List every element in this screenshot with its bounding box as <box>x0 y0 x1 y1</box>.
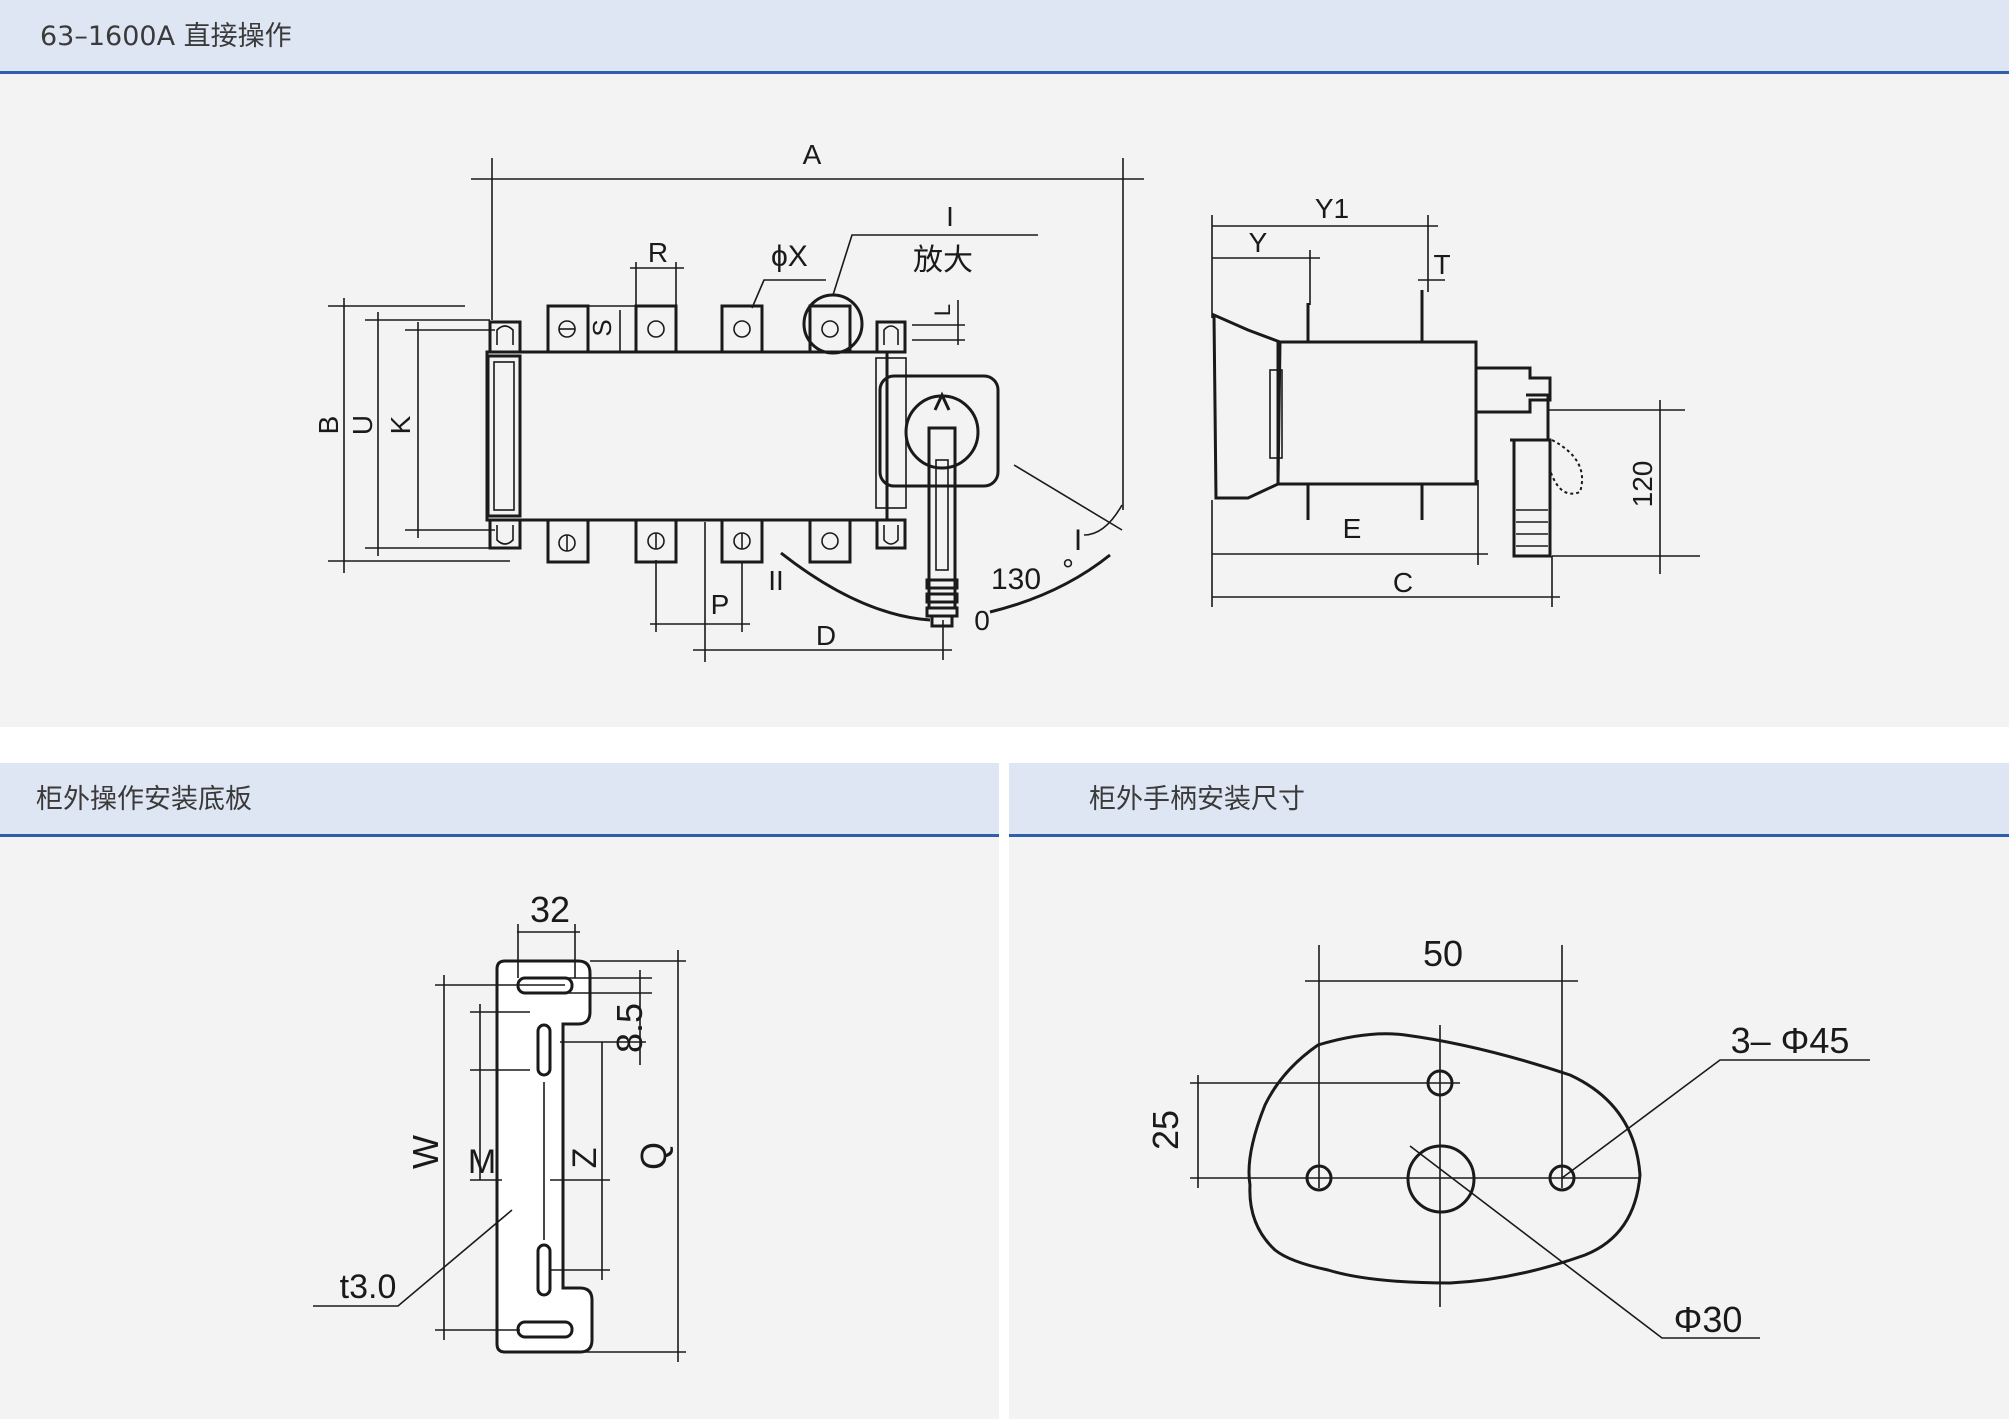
dim-label-120: 120 <box>1627 461 1658 508</box>
dim-label-50: 50 <box>1423 933 1463 974</box>
top-panel-title: 63–1600A 直接操作 <box>40 21 292 52</box>
mounting-plate-header: 柜外操作安装底板 <box>0 763 999 837</box>
position-label-ii: II <box>768 565 784 596</box>
dim-label-l: L <box>930 304 955 316</box>
dim-label-k: K <box>385 415 416 434</box>
thickness-label: t3.0 <box>340 1268 397 1306</box>
top-panel-header: 63–1600A 直接操作 <box>0 0 2009 74</box>
degree-label: ° <box>1062 554 1074 587</box>
dim-label-y: Y <box>1249 227 1268 258</box>
side-body <box>1276 340 1478 486</box>
center-hole <box>1406 1144 1476 1214</box>
mounting-plate-panel: 柜外操作安装底板 <box>0 763 999 1419</box>
handle-mounting-panel: 柜外手柄安装尺寸 50 25 3– Φ45 <box>1009 763 2009 1419</box>
dim-label-y1: Y1 <box>1315 193 1349 224</box>
dim-label-s: S <box>587 319 617 336</box>
mounting-plate-body: 32 8.5 W M Z Q t3.0 <box>0 837 999 1419</box>
terminal-top-4 <box>808 304 852 354</box>
dim-label-25: 25 <box>1145 1110 1186 1150</box>
upper-vertical-slot <box>536 1023 552 1077</box>
handle-mounting-header: 柜外手柄安装尺寸 <box>1009 763 2009 837</box>
operating-mechanism <box>878 374 1000 488</box>
terminal-top-2 <box>634 304 678 354</box>
handle-cutout-drawing: 50 25 3– Φ45 Φ30 <box>1145 933 1870 1340</box>
left-terminal-block <box>486 354 522 518</box>
dim-label-8-5: 8.5 <box>609 1003 650 1053</box>
dim-label-u: U <box>347 415 378 435</box>
side-mechanism <box>1476 366 1552 414</box>
top-panel-body: A B U K R S ϕX I 放大 L P D II 130 ° I 0 Y… <box>0 74 2009 727</box>
dim-label-q: Q <box>633 1142 674 1170</box>
dim-label-w: W <box>405 1135 446 1169</box>
dim-label-b: B <box>313 416 344 435</box>
dim-label-t: T <box>1433 249 1450 280</box>
enlarge-circle <box>802 293 864 355</box>
dim-label-z: Z <box>566 1148 604 1169</box>
dim-label-a: A <box>803 139 822 170</box>
detail-label-i: I <box>946 201 954 232</box>
dim-label-c: C <box>1393 567 1413 598</box>
dim-label-32: 32 <box>530 889 570 930</box>
dim-label-p: P <box>711 589 730 620</box>
dim-label-r: R <box>648 237 668 268</box>
cutout-outline <box>1247 1032 1642 1285</box>
terminal-bottom-4 <box>808 518 852 564</box>
side-view <box>1211 215 1700 607</box>
dim-label-e: E <box>1343 513 1362 544</box>
holes-label: 3– Φ45 <box>1731 1020 1850 1061</box>
dim-label-m: M <box>468 1143 496 1181</box>
dim-label-d: D <box>816 620 836 651</box>
front-view <box>328 158 1144 662</box>
mounting-plate-drawing: 32 8.5 W M Z Q t3.0 <box>313 889 686 1362</box>
terminal-top-1 <box>546 304 590 354</box>
top-panel: 63–1600A 直接操作 <box>0 0 2009 727</box>
angle-label: 130 <box>991 563 1041 596</box>
switch-body <box>485 350 889 522</box>
mounting-plate-title: 柜外操作安装底板 <box>36 784 252 815</box>
terminal-bottom-1 <box>546 518 590 564</box>
terminal-top-3 <box>720 304 764 354</box>
handle-mounting-body: 50 25 3– Φ45 Φ30 <box>1009 837 2009 1419</box>
position-label-i: I <box>1074 524 1082 557</box>
dim-label-phi-x: ϕX <box>771 240 808 273</box>
position-label-zero: 0 <box>974 605 990 636</box>
handle-hub <box>904 394 980 470</box>
switch-dimension-drawing: A B U K R S ϕX I 放大 L P D II 130 ° I 0 Y… <box>313 139 1700 662</box>
detail-label-enlarge: 放大 <box>913 244 973 277</box>
center-hole-label: Φ30 <box>1674 1299 1743 1340</box>
handle-mounting-title: 柜外手柄安装尺寸 <box>1089 784 1305 815</box>
